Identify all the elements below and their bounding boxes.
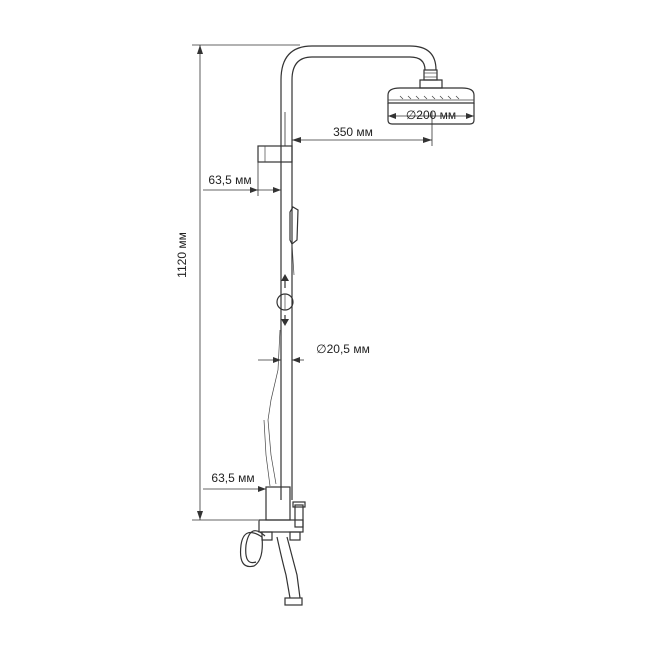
arm-length-label: 350 мм [333,125,373,139]
dim-head-diameter: ∅200 мм [388,108,474,122]
head-diameter-label: ∅200 мм [406,108,456,122]
shower-head [387,79,475,125]
bath-spout [276,536,303,606]
sliding-bracket [276,293,294,311]
mixer-offset-label: 63,5 мм [211,471,254,485]
shower-hose [239,329,281,568]
shower-head-nozzles [399,95,460,100]
down-arrow-icon [281,315,289,326]
top-arm [280,45,438,81]
holder-offset-label: 63,5 мм [208,173,251,187]
pipe-diameter-label: ∅20,5 мм [316,342,370,356]
dim-arm-length: 350 мм [284,112,433,146]
upper-holder [257,145,293,163]
dim-holder-offset: 63,5 мм [203,162,281,196]
dim-pipe-diameter: ∅20,5 мм [258,342,370,363]
total-height-label: 1120 мм [175,232,189,278]
mixer-body [258,486,306,541]
dim-mixer-offset: 63,5 мм [203,471,266,492]
up-arrow-icon [281,274,289,288]
dim-total-height: 1120 мм [175,44,300,521]
riser-pipe [280,80,293,500]
hand-shower [289,206,299,276]
